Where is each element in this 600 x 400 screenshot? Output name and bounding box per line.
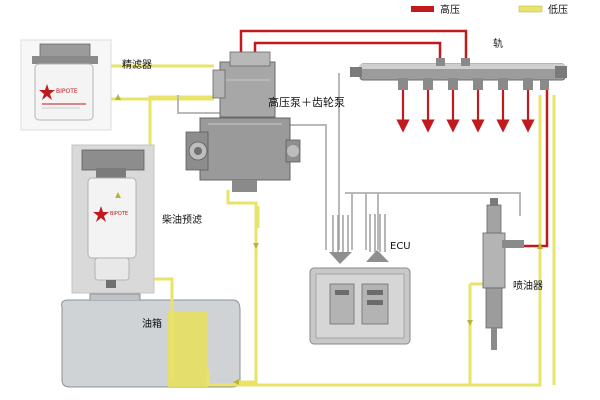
return-lines xyxy=(177,73,521,250)
ecu-unit xyxy=(309,267,411,345)
diesel-prefilter: BIPOTE xyxy=(71,144,155,294)
ecu-output-arrow xyxy=(366,250,389,262)
filter-star-logo xyxy=(39,84,55,100)
injector-label: 喷油器 xyxy=(513,279,543,292)
legend: 高压 低压 xyxy=(411,3,568,16)
ecu-input-arrow xyxy=(329,252,352,264)
fine-filter: BIPOTE xyxy=(20,39,112,131)
low-pressure-swatch xyxy=(518,5,543,13)
diesel-prefilter-label: 柴油预滤 xyxy=(162,213,202,226)
fuel-tank-label: 油箱 xyxy=(142,317,162,330)
high-pressure-swatch xyxy=(411,6,434,12)
rail-label: 轨 xyxy=(493,37,503,50)
high-pressure-label: 高压 xyxy=(440,3,460,16)
rail-outlet-arrows xyxy=(396,90,535,133)
fuel-tank: 油箱 xyxy=(61,293,241,388)
fine-filter-label: 精滤器 xyxy=(122,58,152,71)
high-pressure-pump xyxy=(185,51,301,192)
low-pressure-flow-arrows xyxy=(115,94,543,385)
low-pressure-label: 低压 xyxy=(548,3,568,16)
common-rail xyxy=(350,58,567,90)
fine-filter-brand: BIPOTE xyxy=(56,88,78,95)
prefilter-star-logo xyxy=(93,206,109,222)
prefilter-brand: BIPOTE xyxy=(110,211,128,217)
ecu-label: ECU xyxy=(390,241,411,252)
ecu-signal-arrows xyxy=(332,214,386,252)
injector xyxy=(482,198,524,350)
tank-fuel-level xyxy=(168,312,208,387)
high-pressure-pump-label: 高压泵＋齿轮泵 xyxy=(268,95,345,109)
